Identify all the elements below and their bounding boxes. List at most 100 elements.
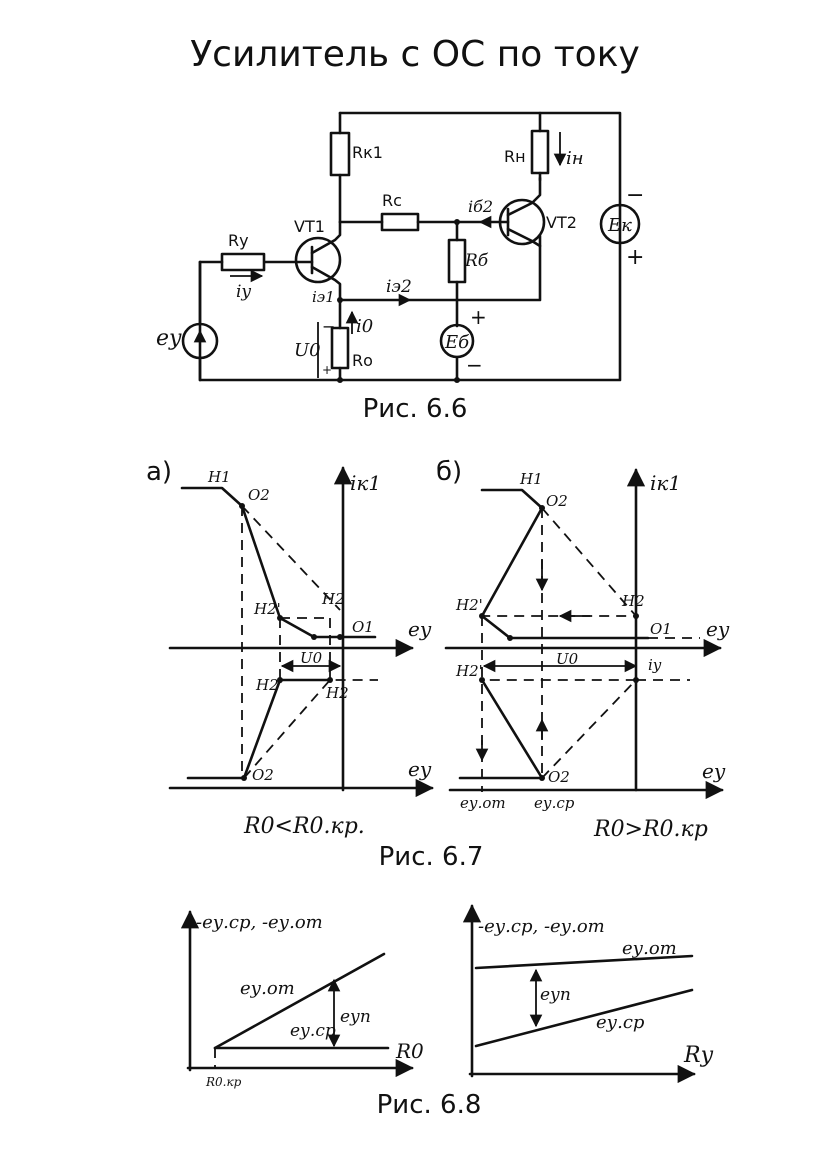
point-b-h2p — [479, 613, 485, 619]
vt2-emitter — [506, 227, 542, 248]
panel-a-u0: U0 — [300, 649, 323, 667]
label-ey: eу — [156, 326, 182, 351]
curve-lower — [186, 678, 332, 780]
resistor-rk1 — [329, 131, 351, 177]
panel-b-u0: U0 — [556, 650, 579, 668]
panel-b-o2: O2 — [546, 492, 568, 510]
label-rb: Rб — [464, 251, 489, 271]
point-o2-lower — [241, 775, 247, 781]
panel-b-ey-cp: eу.ср — [534, 794, 575, 812]
vt1-emitter — [310, 265, 342, 302]
label-iy: iу — [236, 282, 251, 302]
circuit-labels: Rк1 Rн Rс Rу Rб Rо VT1 VT2 Eк Eб eу iн i… — [156, 143, 644, 377]
panel-a-h2p-lower: H2' — [255, 676, 283, 694]
resistor-ry — [220, 252, 266, 272]
point-b-h2 — [633, 613, 639, 619]
panel-b-h1: H1 — [519, 470, 543, 488]
label-vt2: VT2 — [546, 213, 577, 232]
fig68-left-origin: R0.кр — [205, 1075, 242, 1089]
label-in: iн — [566, 148, 584, 169]
page-title: Усилитель с ОС по току — [190, 34, 640, 75]
label-eb: Eб — [444, 332, 470, 353]
caption-fig-6-8: Рис. 6.8 — [376, 1090, 482, 1120]
label-u0-minus: − — [322, 317, 335, 336]
label-ie1: iэ1 — [312, 288, 335, 306]
junction-dot — [454, 377, 460, 383]
point-b-o2-lower — [539, 775, 545, 781]
resistor-rb — [447, 238, 467, 284]
point-h2p-lower — [277, 677, 283, 683]
junction-dot — [337, 377, 343, 383]
label-ek-minus: − — [626, 183, 644, 208]
figure-6-8-left — [180, 910, 414, 1078]
dashed-lines-b-upper — [482, 507, 638, 778]
fig68-right-gap: eуп — [540, 985, 571, 1005]
panel-b-relation: R0>R0.кр — [593, 817, 708, 842]
panel-a-h2p: H2' — [253, 600, 281, 618]
label-ry: Rу — [228, 231, 249, 250]
line-68-right-bottom — [474, 988, 694, 1048]
panel-a-h2-lower: H2 — [325, 684, 349, 702]
panel-a-o2-lower: O2 — [252, 766, 274, 784]
fig68-left-line-bottom: eу.ср — [290, 1021, 336, 1041]
fig68-right-axis-y: -eу.ср, -eу.от — [478, 916, 605, 937]
caption-fig-6-7: Рис. 6.7 — [378, 842, 484, 872]
label-ek: Eк — [607, 215, 632, 236]
point-b-h2-lower — [633, 677, 639, 683]
fig68-right-line-bottom: eу.ср — [596, 1012, 645, 1033]
point-o1 — [337, 634, 343, 640]
panel-b-h2p-lower: H2' — [455, 662, 483, 680]
fig68-left-axis-y: -eу.ср, -eу.от — [196, 912, 323, 933]
panel-b-tag: б) — [436, 457, 462, 487]
label-ek-plus: + — [626, 245, 644, 270]
point-b-o2 — [539, 505, 545, 511]
panel-b-o2-lower: O2 — [548, 768, 570, 786]
label-rc: Rс — [382, 191, 402, 210]
panel-a-axis-y: iк1 — [350, 471, 381, 495]
figure-6-8-right-labels: -eу.ср, -eу.от Rу eу.от eу.ср eуп — [478, 916, 714, 1068]
label-rn: Rн — [504, 147, 526, 166]
point-h2-lower — [327, 677, 333, 683]
point-h2p — [277, 615, 283, 621]
panel-a-axis-x: eу — [408, 617, 432, 641]
dashed-lines-upper — [241, 505, 341, 778]
fig68-left-axis-x: R0 — [395, 1039, 424, 1063]
line-68-right-top — [474, 954, 694, 970]
point-b-mid — [507, 635, 513, 641]
figure-6-7-b — [444, 468, 724, 800]
label-eb-minus: − — [466, 353, 483, 377]
label-i0: i0 — [356, 316, 373, 337]
panel-b-h2p: H2' — [455, 596, 483, 614]
panel-a-tag: а) — [146, 457, 172, 487]
panel-a-h2: H2 — [321, 590, 345, 608]
panel-b-h2: H2 — [621, 592, 645, 610]
point-mid — [311, 634, 317, 640]
vt1-collector — [310, 220, 342, 255]
label-u0-plus: + — [322, 363, 332, 377]
circuit-wire-ie2 — [338, 234, 542, 302]
panel-a-o1: O1 — [352, 618, 374, 636]
dashed-lines-lower — [243, 618, 378, 779]
fig68-right-axis-x: Rу — [683, 1043, 714, 1068]
figure-6-7-a-labels: а) iк1 eу eу H1 O2 H2' H2 O1 U0 H2' H2 O… — [146, 457, 432, 839]
label-ro: Rо — [352, 351, 373, 370]
label-vt1: VT1 — [294, 217, 325, 236]
panel-a-relation: R0<R0.кр. — [243, 814, 365, 839]
caption-fig-6-6: Рис. 6.6 — [362, 394, 468, 424]
vt2-collector — [506, 176, 542, 217]
panel-b-ey-ot: eу.от — [460, 794, 506, 812]
resistor-rc — [380, 212, 420, 232]
transistor-vt1 — [294, 236, 342, 284]
fig68-left-line-top: eу.от — [240, 978, 295, 999]
panel-b-axis-x: eу — [706, 617, 730, 641]
label-eb-plus: + — [470, 305, 487, 329]
label-ib2: iб2 — [468, 197, 493, 216]
panel-b-o1: O1 — [650, 620, 672, 638]
figure-6-8-right — [462, 904, 696, 1084]
label-ie2: iэ2 — [386, 277, 412, 297]
figure-6-8-left-labels: -eу.ср, -eу.от R0 eу.от eу.ср eуп R0.кр — [196, 912, 424, 1089]
label-rk1: Rк1 — [352, 143, 383, 162]
circuit-wire-outer — [198, 111, 622, 382]
